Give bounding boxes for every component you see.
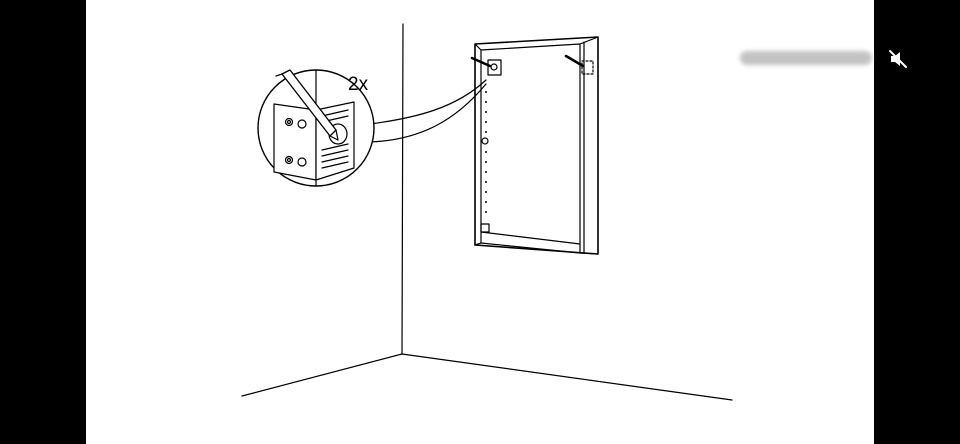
bracket-right <box>564 54 594 75</box>
room-corner-lines <box>241 23 733 401</box>
mute-button[interactable] <box>883 44 913 74</box>
assembly-illustration: 2x <box>241 23 733 401</box>
detail-callout <box>257 69 375 187</box>
cabinet-frame <box>474 36 599 255</box>
bracket-left <box>470 56 502 76</box>
quantity-label: 2x <box>348 74 369 95</box>
speaker-muted-icon <box>889 50 907 68</box>
callout-connector <box>369 79 487 125</box>
video-frame: 2x <box>86 0 874 444</box>
caption-placeholder-bar <box>740 51 872 65</box>
